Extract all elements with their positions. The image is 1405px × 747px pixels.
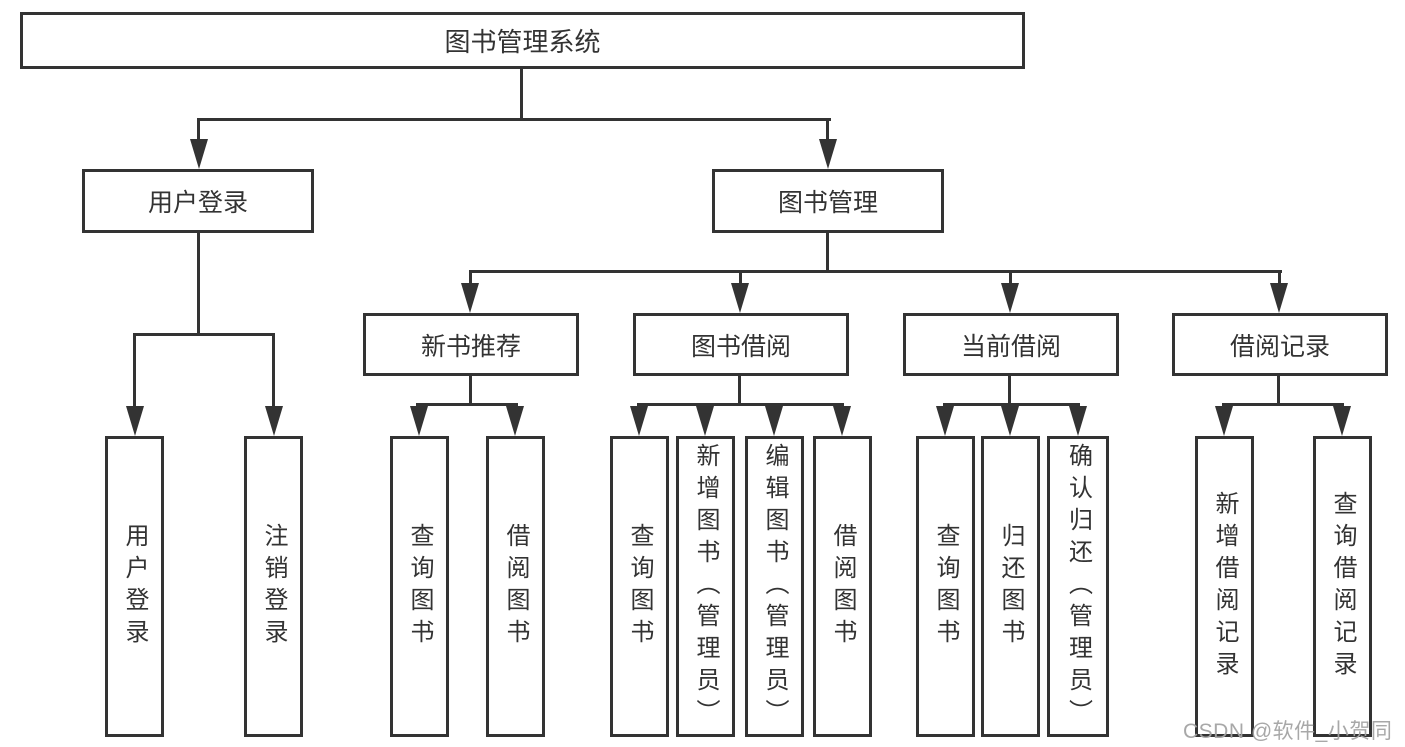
leaf-user-login: 用户登录 [105, 436, 164, 737]
connector-line [637, 403, 844, 406]
arrow-down-icon [696, 406, 714, 436]
connector-line [133, 333, 136, 407]
connector-line [469, 270, 472, 286]
node-book-borrow: 图书借阅 [633, 313, 849, 376]
arrow-down-icon [1215, 406, 1233, 436]
leaf-query-book-recommend: 查询图书 [390, 436, 449, 737]
leaf-query-borrow-record: 查询借阅记录 [1313, 436, 1372, 737]
arrow-down-icon [461, 283, 479, 313]
arrow-down-icon [126, 406, 144, 436]
leaf-query-book-borrow: 查询图书 [610, 436, 669, 737]
connector-line [826, 118, 829, 142]
arrow-down-icon [819, 139, 837, 169]
connector-line [197, 118, 831, 121]
arrow-down-icon [1001, 406, 1019, 436]
arrow-down-icon [630, 406, 648, 436]
arrow-down-icon [410, 406, 428, 436]
connector-line [197, 118, 200, 142]
connector-line [520, 68, 523, 121]
arrow-down-icon [833, 406, 851, 436]
arrow-down-icon [265, 406, 283, 436]
arrow-down-icon [1333, 406, 1351, 436]
connector-line [272, 333, 275, 407]
node-user-login: 用户登录 [82, 169, 314, 233]
arrow-down-icon [731, 283, 749, 313]
leaf-logout-login: 注销登录 [244, 436, 303, 737]
leaf-edit-book-admin: 编辑图书（管理员） [745, 436, 804, 737]
arrow-down-icon [765, 406, 783, 436]
arrow-down-icon [1270, 283, 1288, 313]
node-borrow-record: 借阅记录 [1172, 313, 1388, 376]
connector-line [469, 375, 472, 405]
leaf-query-book-current: 查询图书 [916, 436, 975, 737]
connector-line [943, 403, 1080, 406]
leaf-borrow-book-recommend: 借阅图书 [486, 436, 545, 737]
connector-line [1008, 375, 1011, 405]
arrow-down-icon [1069, 406, 1087, 436]
watermark: CSDN @软件_小贺同学 [1183, 720, 1393, 743]
arrow-down-icon [936, 406, 954, 436]
arrow-down-icon [190, 139, 208, 169]
arrow-down-icon [1001, 283, 1019, 313]
connector-line [133, 333, 274, 336]
leaf-add-book-admin: 新增图书（管理员） [676, 436, 735, 737]
connector-line [1009, 270, 1012, 286]
connector-line [1222, 403, 1344, 406]
connector-line [826, 232, 829, 273]
connector-line [469, 270, 1282, 273]
node-book-management: 图书管理 [712, 169, 944, 233]
arrow-down-icon [506, 406, 524, 436]
leaf-confirm-return-admin: 确认归还（管理员） [1047, 436, 1109, 737]
leaf-return-book: 归还图书 [981, 436, 1040, 737]
connector-line [1278, 270, 1281, 286]
connector-line [197, 232, 200, 335]
leaf-add-borrow-record: 新增借阅记录 [1195, 436, 1254, 737]
node-current-borrow: 当前借阅 [903, 313, 1119, 376]
connector-line [739, 270, 742, 286]
node-new-book-recommend: 新书推荐 [363, 313, 579, 376]
connector-line [416, 403, 518, 406]
connector-line [1277, 375, 1280, 405]
node-root: 图书管理系统 [20, 12, 1025, 69]
connector-line [738, 375, 741, 405]
leaf-borrow-book: 借阅图书 [813, 436, 872, 737]
